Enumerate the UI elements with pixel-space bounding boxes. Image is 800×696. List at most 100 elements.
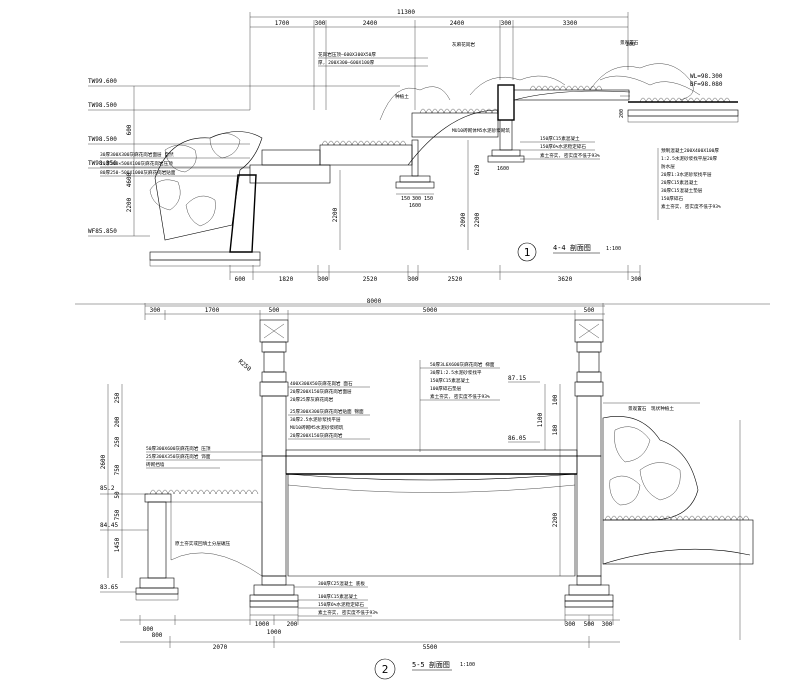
level-label: TW99.600	[88, 78, 117, 85]
level-label: 86.05	[508, 435, 526, 442]
top-dim: 300	[501, 20, 512, 27]
mid-vertical-dim: 620	[474, 164, 481, 175]
notes-right-5-5: 景观置石 现状种植土	[603, 402, 741, 640]
bottom-dim: 300	[631, 276, 642, 283]
mid-vertical-dims-5-5: 1100 100 180 2200 R250	[237, 358, 561, 576]
footing-dim: 300	[565, 621, 576, 628]
annotation: 150厚C15素混凝土	[430, 377, 470, 384]
annotation: 30厚2.5水泥砂浆找平层	[290, 416, 341, 423]
notes-upper-4-4: 花岗岩压顶—600X300X50厚 厚, 200X300—600X100厚 种植…	[318, 40, 639, 134]
top-dim: 2400	[363, 20, 378, 27]
level-label: 84.45	[100, 522, 118, 529]
annotation: 预制混凝土200X400X100厚	[661, 147, 719, 154]
annotation: 150厚碎石	[661, 195, 683, 202]
vertical-dim: 250	[114, 392, 121, 403]
top-dim: 300	[315, 20, 326, 27]
annotation: 150厚6%水泥稳定碎石	[318, 601, 364, 608]
annotation: 景观置石	[620, 40, 639, 46]
level-label: 85.2	[100, 485, 115, 492]
notes-footing-4-4: 150厚C15素混凝土 150厚6%水泥稳定碎石 素土夯实, 密实度不低于93%	[520, 135, 600, 160]
mid-vertical-dim: 2200	[474, 212, 481, 227]
left-vertical-dim: 4600	[126, 172, 133, 187]
top-dim: 300	[150, 307, 161, 314]
annotation: 景观置石	[628, 406, 647, 412]
left-vertical-dim: 600	[126, 124, 133, 135]
footing-dim: 150	[424, 196, 433, 202]
vertical-dim: 2600	[100, 454, 107, 469]
top-dim: 1700	[205, 307, 220, 314]
bottom-dim: 2520	[363, 276, 378, 283]
vertical-dim: 750	[114, 464, 121, 475]
bottom-dim: 2070	[213, 644, 228, 651]
top-dimension-chain-5-5: 8000 300 1700 500 5000 500	[144, 298, 605, 320]
footing-dim: 1000	[255, 621, 270, 628]
bottom-dim: 1820	[279, 276, 294, 283]
annotation: 20厚C15素混凝土	[661, 179, 698, 186]
mid-vertical-dim: 2090	[460, 212, 467, 227]
annotation: MU10砖砌M5水泥砂浆砌筑	[290, 424, 344, 431]
mid-vertical-dims: 2200 2090 2200 620	[332, 140, 481, 250]
footing-dim: 150	[401, 196, 410, 202]
annotation: 30厚300X300灰麻花岗岩面层 自然	[100, 151, 174, 158]
section-title-4-4: 1 4-4 剖面图 1:100	[517, 242, 621, 262]
annotation: 20厚200X150灰麻花岗岩	[290, 432, 343, 439]
vertical-dim: 1450	[114, 537, 121, 552]
vertical-dim: 2200	[552, 512, 559, 527]
notes-right-4-4: 预制混凝土200X400X100厚 1:2.5水泥砂浆找平层20厚 防水层 20…	[657, 147, 721, 220]
annotation: 80厚250-500X1000灰麻花岗岩贴面	[100, 169, 176, 176]
level-label: 87.15	[508, 375, 526, 382]
annotation: 150厚6%水泥稳定碎石	[540, 143, 586, 150]
annotation: 25厚300X300灰麻花岗岩贴面 锦面	[290, 408, 364, 415]
annotation: 400X300X50灰麻花岗岩 面石	[290, 380, 353, 387]
annotation: 砖砌挡墙	[146, 461, 165, 468]
level-label: BF=98.080	[690, 81, 723, 88]
top-dim: 1700	[275, 20, 290, 27]
left-vertical-dim: 2200	[126, 197, 133, 212]
footing-dim: 1600	[409, 203, 421, 209]
annotation: 素土夯实, 密实度不低于93%	[661, 203, 721, 210]
notes-left-4-4: 30厚300X300灰麻花岗岩面层 自然 20厚200×500X100灰麻花岗岩…	[100, 151, 250, 177]
vertical-dim: 250	[114, 436, 121, 447]
bottom-dimension-chain: 600 1820 300 2520 300 2520 3620 300	[229, 265, 642, 283]
left-retaining-wall	[149, 131, 263, 267]
annotation: 素土夯实, 密实度不低于93%	[430, 393, 490, 400]
annotation: 30厚C15混凝土垫层	[661, 187, 703, 194]
vertical-dim: 1100	[537, 412, 544, 427]
section-number: 2	[382, 663, 389, 676]
annotation: MU10砖砌体M5水泥砂浆砌筑	[452, 127, 510, 134]
annotation: 1:2.5水泥砂浆找平层20厚	[661, 155, 718, 162]
right-column	[564, 319, 614, 616]
annotation: 厚, 200X300—600X100厚	[318, 60, 375, 66]
annotation: 150厚C15素混凝土	[540, 135, 580, 142]
annotation: 100厚C15素混凝土	[318, 593, 358, 600]
level-label: WL=98.300	[690, 73, 723, 80]
level-label: TW98.500	[88, 102, 117, 109]
top-total-dim: 11300	[397, 9, 415, 16]
shrub-planting	[321, 63, 731, 146]
annotation: 20厚200X150灰麻花岗岩面层	[290, 388, 352, 395]
bottom-dim: 300	[408, 276, 419, 283]
footing-dim: 300	[412, 196, 421, 202]
section-scale: 1:100	[460, 662, 475, 668]
bottom-dim: 600	[235, 276, 246, 283]
deck-beam	[285, 449, 578, 577]
section-5-5: 8000 300 1700 500 5000 500	[100, 298, 754, 680]
top-dim: 500	[584, 307, 595, 314]
annotation: 花岗岩压顶—600X300X50厚	[318, 51, 376, 58]
section-title: 4-4 剖面图	[553, 243, 591, 252]
section-number: 1	[524, 246, 531, 259]
terrace-masses	[249, 84, 739, 184]
bottom-dim: 5500	[423, 644, 438, 651]
notes-deck-5-5: 50厚3L6X600灰麻花岗岩 梯面 30厚1:2.5水泥砂浆找平 150厚C1…	[419, 360, 500, 452]
left-column	[249, 319, 299, 616]
vertical-dim: 200	[114, 416, 121, 427]
annotation: 20厚25厚灰麻花岗岩	[290, 396, 334, 403]
bottom-dim: 300	[318, 276, 329, 283]
vertical-dim: 100	[552, 394, 559, 405]
vertical-dim: 180	[552, 424, 559, 435]
section-4-4: 11300 1700 300 2400 300 2400 3300 TW99.6…	[88, 9, 739, 283]
top-dimension-chain: 11300 1700 300 2400 300 2400 3300	[249, 9, 629, 110]
right-ground-rocks-5-5	[602, 416, 754, 565]
small-dim: 200	[619, 109, 625, 118]
